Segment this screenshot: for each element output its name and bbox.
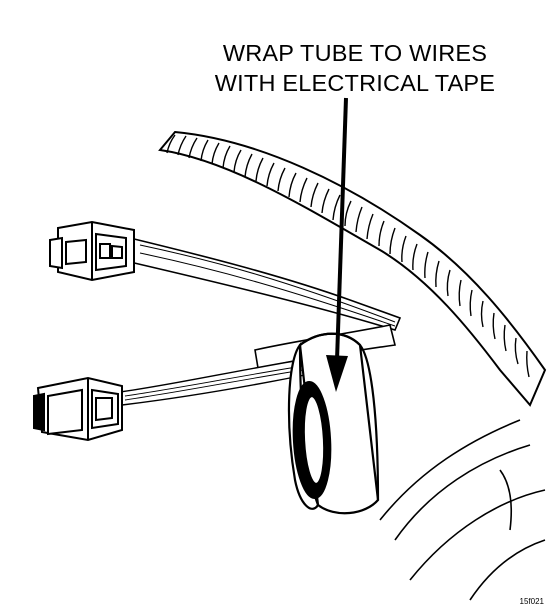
callout-line-2: WITH ELECTRICAL TAPE [214, 70, 496, 96]
convoluted-harness-tube [158, 130, 547, 407]
callout-arrow [326, 97, 348, 392]
figure-id: 15f021 [519, 597, 544, 606]
lower-wire-bundle [119, 359, 306, 406]
lower-harness-wires [379, 419, 546, 601]
lower-electrical-connector [33, 376, 123, 442]
electrical-tape-roll [287, 332, 380, 515]
upper-electrical-connector [49, 220, 135, 282]
callout-line-1: WRAP TUBE TO WIRES [222, 40, 488, 66]
upper-wire-bundle [129, 236, 402, 331]
callout-label: WRAP TUBE TO WIRES WITH ELECTRICAL TAPE [150, 38, 560, 98]
